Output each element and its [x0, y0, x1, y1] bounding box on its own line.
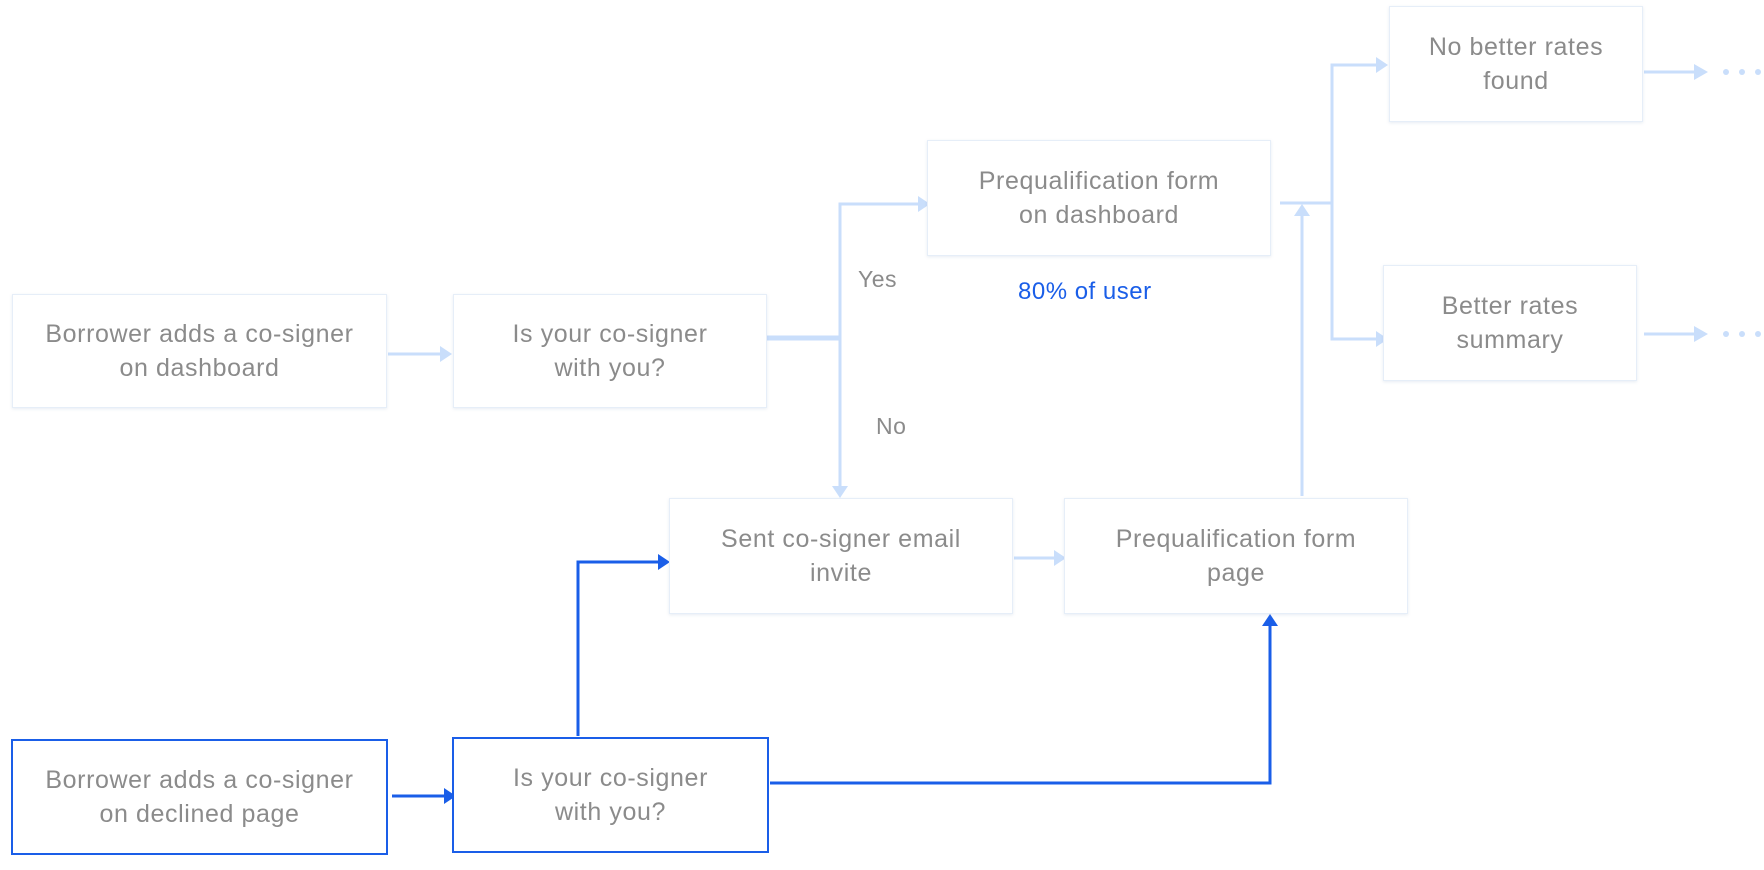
- node-text-line2: with you?: [554, 798, 666, 826]
- connector-to-no-better: [1330, 63, 1386, 203]
- connector-to-better: [1330, 203, 1378, 341]
- node-text-line1: Borrower adds a co-signer: [45, 766, 354, 794]
- node-prequal-page[interactable]: Prequalification form page: [1064, 498, 1408, 614]
- node-cosigner-question-top[interactable]: Is your co-signer with you?: [453, 294, 767, 408]
- arrowhead-to-question: [440, 346, 452, 362]
- connector-split-yes: [838, 202, 918, 338]
- node-text-line2: page: [1206, 559, 1265, 587]
- arrowhead-no-better-out: [1694, 64, 1708, 80]
- node-text-line1: Sent co-signer email: [721, 525, 961, 553]
- ellipsis-dot: [1739, 69, 1745, 75]
- ellipsis-dot: [1755, 69, 1761, 75]
- node-text-line1: Borrower adds a co-signer: [45, 320, 354, 348]
- node-text-line2: on dashboard: [1018, 201, 1180, 229]
- node-borrower-declined[interactable]: Borrower adds a co-signer on declined pa…: [11, 739, 388, 855]
- active-arrowhead-to-question: [444, 788, 456, 804]
- node-text-line2: invite: [810, 559, 872, 587]
- arrowhead-to-invite: [832, 486, 848, 498]
- arrowhead-to-no-better: [1376, 57, 1388, 73]
- node-borrower-dashboard[interactable]: Borrower adds a co-signer on dashboard: [12, 294, 387, 408]
- arrowhead-to-better: [1376, 331, 1388, 347]
- arrowhead-to-prequal: [918, 196, 930, 212]
- node-text-line1: No better rates: [1428, 33, 1604, 61]
- node-cosigner-question-bottom[interactable]: Is your co-signer with you?: [452, 737, 769, 853]
- node-text-line1: Is your co-signer: [513, 764, 708, 792]
- arrowhead-to-page: [1054, 550, 1066, 566]
- node-text-line1: Is your co-signer: [512, 320, 708, 348]
- edge-label-no: No: [876, 413, 907, 439]
- ellipsis-dot: [1723, 331, 1729, 337]
- active-arrowhead-to-page: [1262, 614, 1278, 626]
- node-better-rates[interactable]: Better rates summary: [1383, 265, 1637, 381]
- active-arrowhead-to-invite: [658, 554, 670, 570]
- node-text-line1: Prequalification form: [978, 167, 1220, 195]
- node-prequal-dashboard[interactable]: Prequalification form on dashboard: [927, 140, 1271, 256]
- active-connector-question-to-invite: [576, 560, 660, 736]
- node-email-invite[interactable]: Sent co-signer email invite: [669, 498, 1013, 614]
- node-no-better-rates[interactable]: No better rates found: [1389, 6, 1643, 122]
- node-text-line2: found: [1483, 67, 1549, 95]
- node-text-line2: with you?: [554, 354, 666, 382]
- ellipsis-dot: [1739, 331, 1745, 337]
- node-text-line1: Better rates: [1441, 292, 1579, 320]
- node-text-line2: on dashboard: [119, 354, 280, 382]
- node-text-line1: Prequalification form: [1115, 525, 1357, 553]
- node-text-line2: summary: [1456, 326, 1564, 354]
- arrowhead-better-out: [1694, 326, 1708, 342]
- ellipsis-dot: [1723, 69, 1729, 75]
- node-text-line2: on declined page: [99, 800, 300, 828]
- active-connector-question-to-page: [770, 626, 1272, 785]
- user-share-label: 80% of user: [1018, 278, 1152, 305]
- arrowhead-up-to-prequal: [1294, 204, 1310, 216]
- edge-label-yes: Yes: [858, 266, 898, 292]
- ellipsis-dot: [1755, 331, 1761, 337]
